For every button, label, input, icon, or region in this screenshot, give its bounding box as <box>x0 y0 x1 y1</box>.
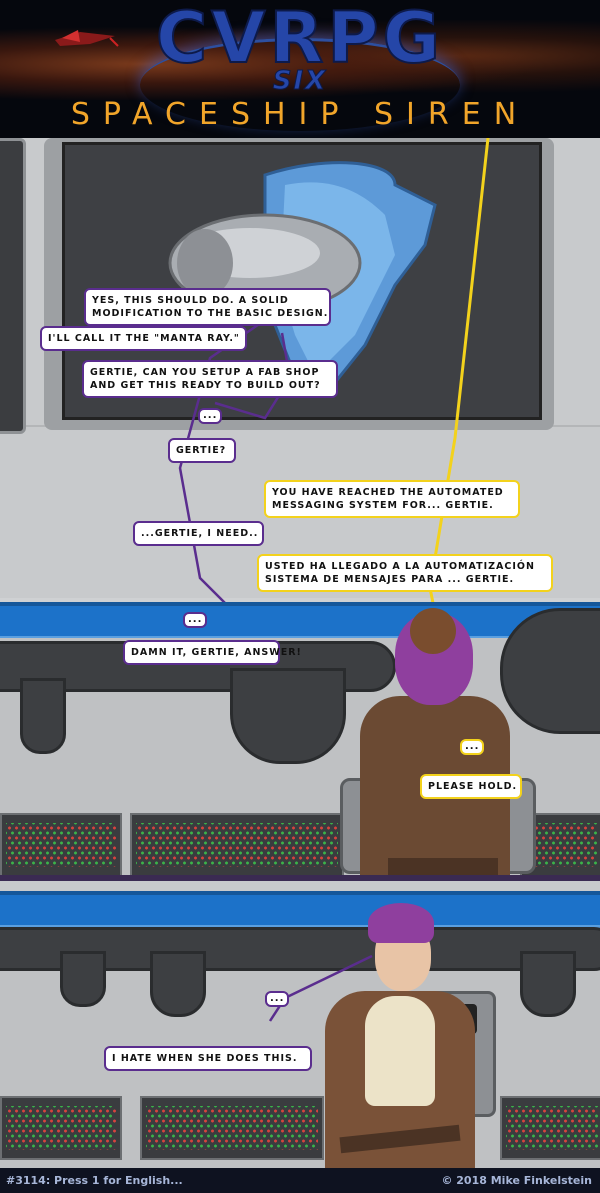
system-message-bubble: USTED HA LLEGADO A LA AUTOMATIZACIÓN SIS… <box>257 554 553 592</box>
comic-logo: CVRPG <box>155 0 445 79</box>
character-belt <box>388 858 498 875</box>
speech-text: ... <box>188 614 203 625</box>
server-rack <box>140 1096 324 1160</box>
character-shirt <box>365 996 435 1106</box>
system-message-text: YOU HAVE REACHED THE AUTOMATED MESSAGING… <box>272 487 504 511</box>
speech-bubble-ellipsis: ... <box>198 408 223 424</box>
speech-text: YES, THIS SHOULD DO. A SOLID MODIFICATIO… <box>92 295 329 319</box>
speech-bubble: I HATE WHEN SHE DOES THIS. <box>104 1046 312 1071</box>
server-rack <box>130 813 344 875</box>
speech-bubble: GERTIE, CAN YOU SETUP A FAB SHOP AND GET… <box>82 360 338 398</box>
system-message-text: ... <box>465 741 480 752</box>
strip-title: SPACESHIP SIREN <box>70 97 530 132</box>
panel-one: YES, THIS SHOULD DO. A SOLID MODIFICATIO… <box>0 138 600 875</box>
panel-two: ... I HATE WHEN SHE DOES THIS. <box>0 881 600 1168</box>
speech-text: ...GERTIE, I NEED.. <box>141 528 259 539</box>
panel-divider <box>0 875 600 881</box>
speech-bubble: GERTIE? <box>168 438 236 463</box>
server-rack <box>500 1096 600 1160</box>
speech-text: DAMN IT, GERTIE, ANSWER! <box>131 647 302 658</box>
comic-footer: #3114: Press 1 for English... © 2018 Mik… <box>0 1168 600 1193</box>
speech-text: I'LL CALL IT THE "MANTA RAY." <box>48 333 240 344</box>
conduit-pipe <box>20 678 66 754</box>
planet-horizon <box>140 38 460 131</box>
system-message-bubble: YOU HAVE REACHED THE AUTOMATED MESSAGING… <box>264 480 520 518</box>
conduit-pipe <box>230 668 346 764</box>
system-message-bubble: PLEASE HOLD. <box>420 774 522 799</box>
system-message-text: PLEASE HOLD. <box>428 781 518 792</box>
comic-logo-sub: SIX <box>272 66 328 97</box>
character-hair-bun <box>410 608 456 654</box>
speech-bubble: DAMN IT, GERTIE, ANSWER! <box>123 640 301 665</box>
speech-line <box>268 954 373 1022</box>
copyright-notice: © 2018 Mike Finkelstein <box>441 1174 592 1187</box>
server-rack <box>0 813 122 875</box>
episode-title: #3114: Press 1 for English... <box>6 1174 183 1187</box>
speech-text: ... <box>203 410 218 421</box>
character-purple-hair <box>368 903 434 943</box>
spaceship-icon <box>55 30 119 47</box>
conduit-pipe <box>500 608 600 734</box>
conduit-pipe <box>520 951 576 1017</box>
speech-bubble: ...GERTIE, I NEED.. <box>133 521 264 546</box>
conduit-pipe <box>0 927 600 971</box>
conduit-pipe <box>150 951 206 1017</box>
speech-text: ... <box>270 993 285 1004</box>
speech-bubble-ellipsis: ... <box>265 991 290 1007</box>
speech-bubble: YES, THIS SHOULD DO. A SOLID MODIFICATIO… <box>84 288 331 326</box>
speech-text: GERTIE? <box>176 445 227 456</box>
comic-header: CVRPG SIX SPACESHIP SIREN <box>0 0 600 138</box>
side-monitor <box>0 138 26 434</box>
speech-text: I HATE WHEN SHE DOES THIS. <box>112 1053 298 1064</box>
system-message-text: USTED HA LLEGADO A LA AUTOMATIZACIÓN SIS… <box>265 561 535 585</box>
speech-bubble: I'LL CALL IT THE "MANTA RAY." <box>40 326 247 351</box>
conduit-pipe <box>60 951 106 1007</box>
speech-text: GERTIE, CAN YOU SETUP A FAB SHOP AND GET… <box>90 367 321 391</box>
system-message-ellipsis: ... <box>460 739 485 755</box>
server-rack <box>0 1096 122 1160</box>
manta-ray-ship-icon <box>168 161 437 398</box>
speech-bubble-ellipsis: ... <box>183 612 208 628</box>
